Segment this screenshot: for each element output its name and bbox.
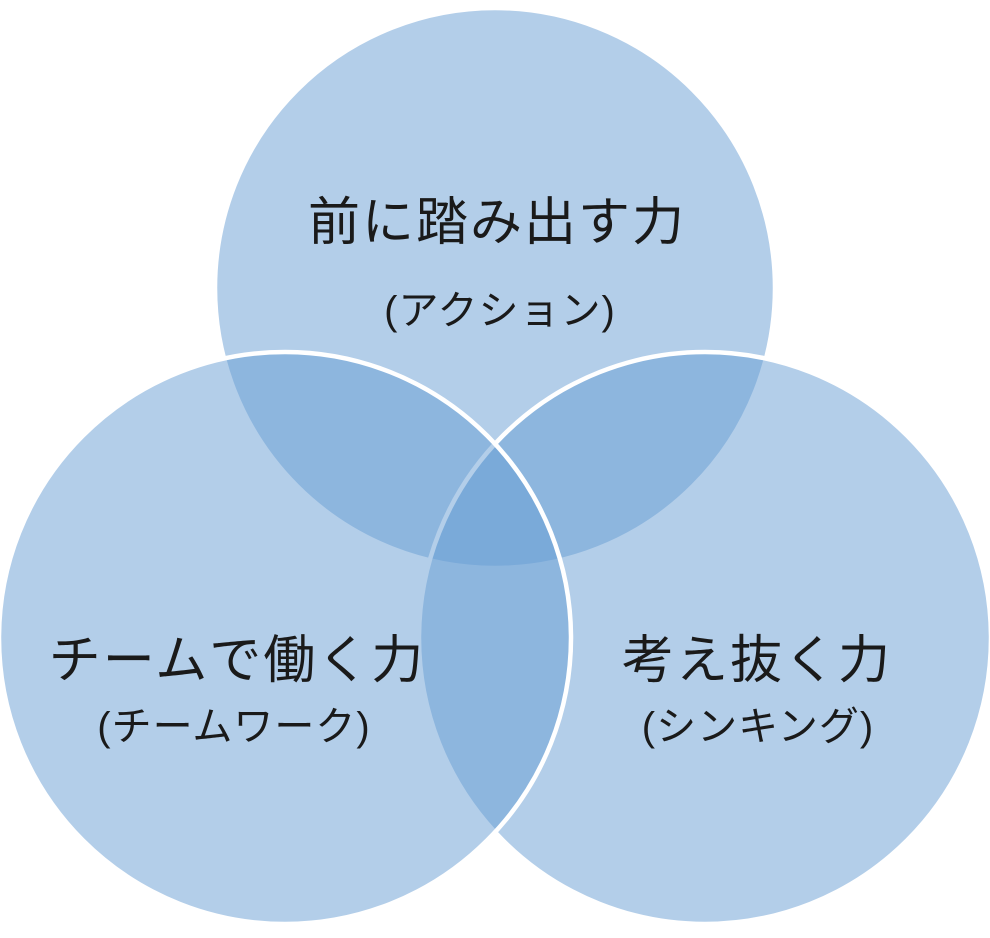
circle-subtitle-thinking: (シンキング) (641, 705, 875, 749)
circle-title-teamwork: チームで働く力 (48, 632, 426, 690)
circle-title-thinking: 考え抜く力 (621, 632, 893, 690)
circle-subtitle-teamwork: (チームワーク) (97, 705, 371, 749)
circle-title-action: 前に踏み出す力 (307, 194, 687, 252)
venn-circle-teamwork (0, 349, 574, 927)
circle-subtitle-action: (アクション) (384, 289, 616, 333)
